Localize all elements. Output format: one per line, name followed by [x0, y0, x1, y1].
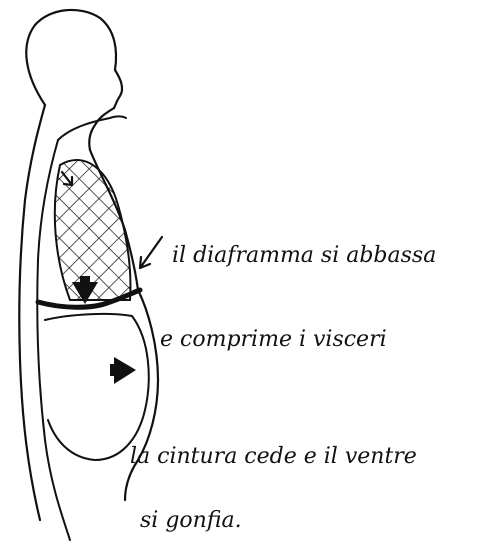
- lung-area: [55, 160, 131, 300]
- label-diaphragm-lowers: il diaframma si abbassa: [172, 243, 436, 268]
- neck-outline: [89, 108, 114, 150]
- belly-arrow-stem: [110, 364, 118, 376]
- label-compresses-viscera: e comprime i visceri: [160, 327, 387, 352]
- back-outline: [19, 105, 45, 520]
- label-belly-swells: si gonfia.: [140, 508, 242, 533]
- abdomen-inner-outline: [45, 314, 149, 460]
- label-belt-yields: la cintura cede e il ventre: [130, 444, 417, 469]
- head-outline: [26, 10, 122, 108]
- diaphragm-arrow-stem: [80, 276, 90, 284]
- label-pointer-arrow: [140, 237, 162, 268]
